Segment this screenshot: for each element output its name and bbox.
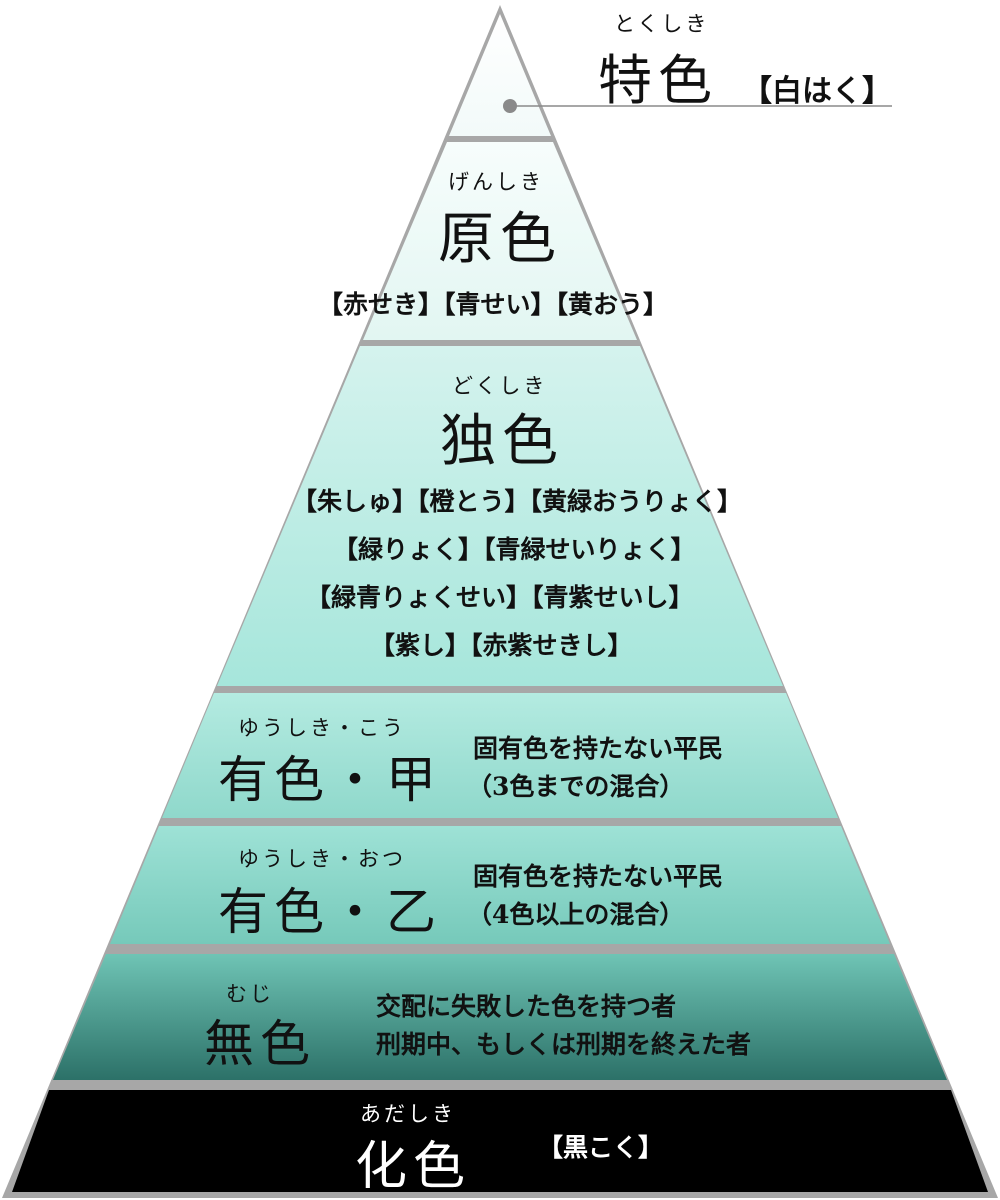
dokushiki-line-1: 【朱しゅ】【橙とう】【黄緑おうりょく】: [292, 487, 743, 516]
yushiki-otsu-desc-1: 固有色を持たない平民: [473, 862, 724, 891]
band-yushiki-otsu: [110, 826, 890, 944]
tokushiki-tag: 【白はく】: [742, 74, 892, 109]
adashiki-ruby: あだしき: [360, 1102, 456, 1126]
dokushiki-ruby: どくしき: [452, 374, 548, 398]
genshiki-title: 原色: [438, 207, 562, 272]
adashiki-tag: 【黒こく】: [538, 1133, 664, 1162]
mushiki-desc-1: 交配に失敗した色を持つ者: [376, 992, 677, 1021]
adashiki-title: 化色: [355, 1137, 472, 1197]
genshiki-tags: 【赤せき】【青せい】【黄おう】: [318, 290, 669, 319]
genshiki-ruby: げんしき: [448, 170, 544, 194]
dokushiki-line-3: 【緑青りょくせい】【青紫せいし】: [306, 583, 694, 612]
mushiki-title: 無色: [204, 1015, 316, 1073]
band-mushiki: [53, 954, 947, 1080]
yushiki-ko-title: 有色・甲: [218, 751, 442, 809]
band-genshiki: [363, 142, 637, 340]
tokushiki-title: 特色: [598, 49, 718, 112]
band-dokushiki: [217, 346, 783, 686]
mushiki-desc-2: 刑期中、もしくは刑期を終えた者: [376, 1030, 752, 1059]
band-adashiki: [12, 1090, 988, 1192]
dokushiki-line-4: 【紫し】【赤紫せきし】: [370, 631, 633, 660]
yushiki-otsu-ruby: ゆうしき・おつ: [238, 847, 406, 871]
tokushiki-ruby: とくしき: [614, 12, 710, 36]
dokushiki-title: 独色: [440, 409, 564, 474]
band-yushiki-ko: [162, 693, 838, 818]
yushiki-ko-desc-2: （3色までの混合）: [467, 772, 685, 801]
yushiki-otsu-desc-2: （4色以上の混合）: [467, 900, 685, 929]
yushiki-ko-desc-1: 固有色を持たない平民: [473, 734, 724, 763]
mushiki-ruby: むじ: [226, 982, 274, 1006]
yushiki-otsu-title: 有色・乙: [218, 883, 442, 941]
dokushiki-line-2: 【緑りょく】【青緑せいりょく】: [333, 535, 696, 564]
band-tokushiki: [449, 14, 551, 136]
yushiki-ko-ruby: ゆうしき・こう: [238, 716, 406, 740]
